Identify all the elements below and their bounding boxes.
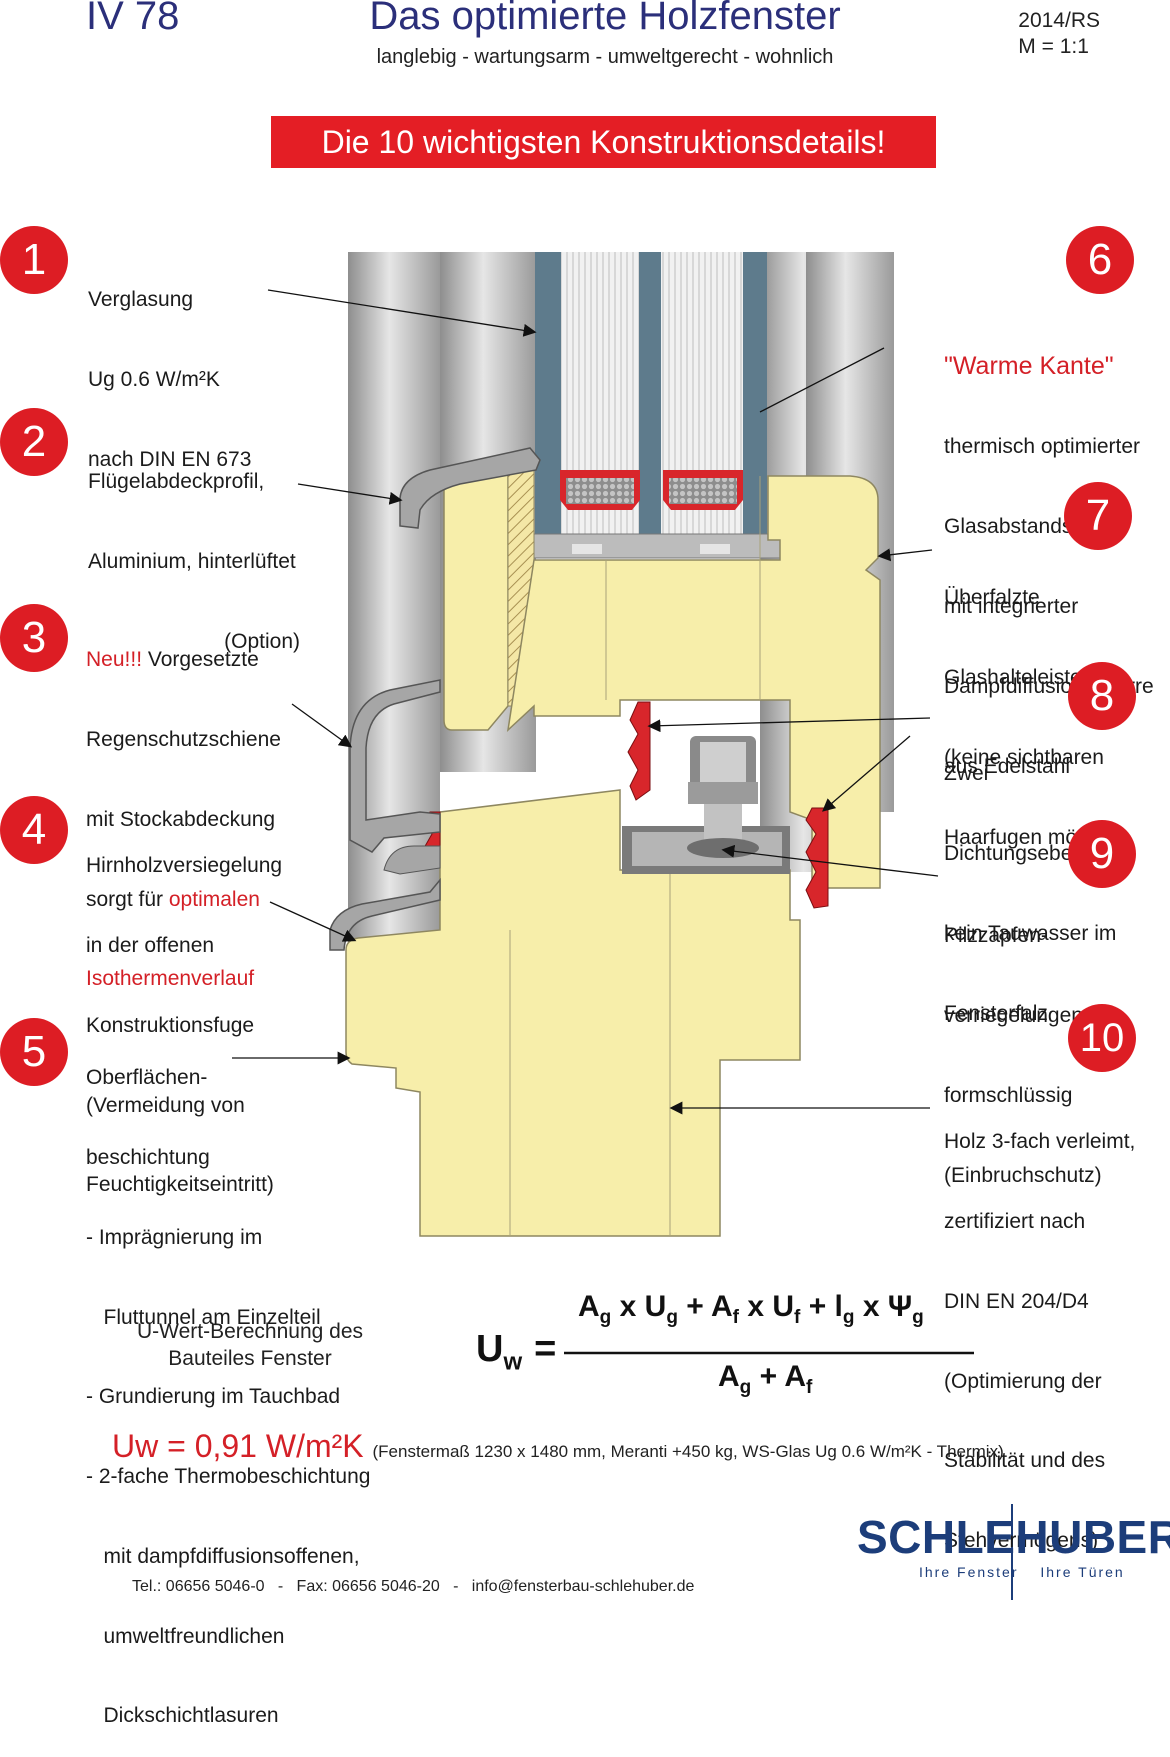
detail-badge-1: 1 xyxy=(0,226,68,294)
uvalue-result-value: Uw = 0,91 W/m²K xyxy=(112,1428,364,1464)
detail-10-line: Holz 3-fach verleimt, xyxy=(944,1130,1136,1154)
formula-denominator: Ag + Af xyxy=(718,1360,813,1398)
formula-lhs: Uw= xyxy=(476,1328,557,1376)
detail-3-line: Isothermenverlauf xyxy=(86,967,255,991)
triple-glazing xyxy=(535,252,767,534)
detail-1-line: nach DIN EN 673 xyxy=(88,447,252,471)
company-logo-text: SCHLEHUBER xyxy=(857,1511,1170,1563)
contact-line: Tel.: 06656 5046-0 - Fax: 06656 5046-20 … xyxy=(132,1578,695,1595)
sash-cover-profile xyxy=(399,447,541,529)
detail-badge-4: 4 xyxy=(0,796,68,864)
formula-numerator: Ag x Ug + Af x Uf + lg x Ψg xyxy=(578,1290,924,1328)
detail-label-3: Neu!!! Vorgesetzte Regenschutzschiene mi… xyxy=(86,594,281,1020)
detail-3-line: sorgt für optimalen xyxy=(86,887,281,914)
detail-10-line: zertifiziert nach xyxy=(944,1209,1086,1233)
uvalue-result-note: (Fenstermaß 1230 x 1480 mm, Meranti +450… xyxy=(372,1442,1004,1461)
detail-9-line: Pilzzapfen- xyxy=(944,924,1048,948)
detail-4-line: Konstruktionsfuge xyxy=(86,1013,255,1037)
detail-10-line: DIN EN 204/D4 xyxy=(944,1289,1089,1313)
detail-5-line: - 2-fache Thermobeschichtung xyxy=(86,1465,371,1489)
detail-label-10: Holz 3-fach verleimt, zertifiziert nach … xyxy=(944,1076,1135,1581)
drawing-meta: 2014/RS M = 1:1 xyxy=(1018,8,1100,60)
drawing-scale: M = 1:1 xyxy=(1018,35,1089,58)
headline-banner: Die 10 wichtigsten Konstruktionsdetails! xyxy=(271,116,936,168)
detail-5-line: mit dampfdiffusionsoffenen, xyxy=(86,1544,360,1568)
drawing-date-code: 2014/RS xyxy=(1018,9,1100,32)
uvalue-formula: Uw= Ag x Ug + Af x Uf + lg x Ψg Ag + Af xyxy=(474,1290,994,1400)
detail-6-heading: "Warme Kante" xyxy=(944,352,1114,381)
detail-4-line: Feuchtigkeitseintritt) xyxy=(86,1173,274,1197)
detail-3-highlight: optimalen xyxy=(168,887,260,911)
detail-badge-10: 10 xyxy=(1068,1004,1136,1072)
model-code: IV 78 xyxy=(86,0,180,38)
detail-6-line: thermisch optimierter xyxy=(944,435,1141,459)
formula-lhs-symbol: U xyxy=(476,1328,504,1370)
detail-5-line: umweltfreundlichen xyxy=(86,1624,285,1648)
company-logo-tagline: Ihre Fenster Ihre Türen xyxy=(857,1564,1147,1580)
page-subtitle: langlebig - wartungsarm - umweltgerecht … xyxy=(376,46,834,68)
uvalue-result: Uw = 0,91 W/m²K (Fenstermaß 1230 x 1480 … xyxy=(112,1428,1004,1465)
detail-7-line: (keine sichtbaren xyxy=(944,745,1104,769)
detail-5-line: - Imprägnierung im xyxy=(86,1225,263,1249)
detail-10-line: (Optimierung der xyxy=(944,1369,1102,1393)
detail-2-line: (Option) xyxy=(224,629,300,653)
detail-5-line: Fluttunnel am Einzelteil xyxy=(86,1305,321,1329)
detail-label-9: Pilzzapfen- verriegelungen formschlüssig… xyxy=(944,870,1102,1216)
detail-6-line: mit integrierter xyxy=(944,594,1079,618)
detail-badge-8: 8 xyxy=(1068,662,1136,730)
detail-label-5: Oberflächen- beschichtung - Imprägnierun… xyxy=(86,1012,370,1757)
detail-8-line: kein Tauwasser im xyxy=(944,921,1117,945)
detail-label-4: Hirnholzversiegelung in der offenen Kons… xyxy=(86,800,282,1226)
detail-7-line: Überfalzte xyxy=(944,586,1040,610)
detail-1-line: Ug 0.6 W/m²K xyxy=(88,367,220,391)
mushroom-lock-hardware xyxy=(622,736,790,874)
detail-5-line: Oberflächen- xyxy=(86,1066,208,1090)
detail-badge-3: 3 xyxy=(0,604,68,672)
detail-badge-5: 5 xyxy=(0,1018,68,1086)
detail-6-line: aus Edelstahl xyxy=(944,754,1071,778)
detail-5-line: - Grundierung im Tauchbad xyxy=(86,1385,341,1409)
detail-badge-7: 7 xyxy=(1064,482,1132,550)
detail-4-line: in der offenen xyxy=(86,933,215,957)
detail-9-line: verriegelungen xyxy=(944,1003,1083,1027)
uvalue-caption-line: Bauteiles Fenster xyxy=(168,1347,332,1370)
detail-10-line: Stehvermögens) xyxy=(944,1529,1099,1553)
detail-4-line: (Vermeidung von xyxy=(86,1093,245,1117)
warm-edge-spacers xyxy=(560,470,743,510)
detail-2-line: Flügelabdeckprofil, xyxy=(88,470,265,494)
detail-3-text: Vorgesetzte xyxy=(147,648,259,672)
detail-badge-2: 2 xyxy=(0,408,68,476)
detail-5-line: beschichtung xyxy=(86,1145,210,1169)
page-title: Das optimierte Holzfenster xyxy=(369,0,841,38)
logo-tagline-left: Ihre Fenster xyxy=(919,1564,1019,1580)
detail-7-line: Glashalteleiste xyxy=(944,665,1082,689)
detail-1-line: Verglasung xyxy=(88,288,194,312)
rain-protection-rail xyxy=(349,679,441,853)
logo-tagline-right: Ihre Türen xyxy=(1040,1564,1125,1580)
detail-5-line: Dickschichtlasuren xyxy=(86,1704,279,1728)
detail-label-2: Flügelabdeckprofil, Aluminium, hinterlüf… xyxy=(88,416,300,682)
uvalue-caption-line: U-Wert-Berechnung des xyxy=(136,1320,364,1343)
window-cross-section xyxy=(232,252,1013,1600)
detail-9-line: (Einbruchschutz) xyxy=(944,1163,1102,1187)
detail-10-line: Stabilität und des xyxy=(944,1449,1106,1473)
detail-2-line: Aluminium, hinterlüftet xyxy=(88,549,296,573)
sash-profile xyxy=(443,469,881,889)
leader-lines xyxy=(232,289,939,1115)
detail-3-text: sorgt für xyxy=(86,887,169,911)
detail-3-highlight: Neu!!! xyxy=(86,648,148,672)
company-logo: SCHLEHUBER Ihre Fenster Ihre Türen xyxy=(857,1510,1170,1598)
detail-9-line: formschlüssig xyxy=(944,1083,1073,1107)
formula-lhs-subscript: w xyxy=(503,1348,523,1376)
detail-badge-6: 6 xyxy=(1066,226,1134,294)
detail-8-line: Zwei xyxy=(944,762,989,786)
detail-4-line: Hirnholzversiegelung xyxy=(86,854,283,878)
detail-3-line: Regenschutzschiene xyxy=(86,727,281,751)
detail-badge-9: 9 xyxy=(1068,820,1136,888)
detail-3-line: mit Stockabdeckung xyxy=(86,807,276,831)
detail-8-line: Fensterfalz xyxy=(944,1001,1048,1025)
detail-3-line: Neu!!! Vorgesetzte xyxy=(86,647,281,674)
detail-label-1: Verglasung Ug 0.6 W/m²K nach DIN EN 673 xyxy=(88,234,251,500)
uvalue-caption: U-Wert-Berechnung des Bauteiles Fenster xyxy=(120,1318,380,1372)
